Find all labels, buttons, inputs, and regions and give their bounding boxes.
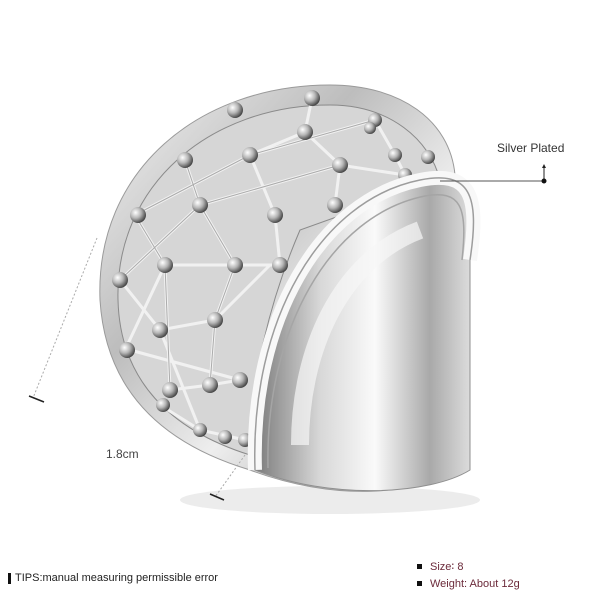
spec-list: Size∶ 8 Weight: About 12g [417, 558, 520, 592]
spec-size: Size∶ 8 [417, 558, 520, 575]
tips-note: TIPS:manual measuring permissible error [8, 572, 218, 584]
spec-size-text: Size∶ 8 [430, 561, 464, 573]
material-callout-line [440, 164, 547, 184]
spec-weight-text: Weight: About 12g [430, 577, 520, 590]
bullet-icon [417, 581, 422, 586]
width-dimension-line [28, 237, 246, 501]
width-label: 1.8cm [106, 447, 139, 461]
bullet-icon [417, 564, 422, 569]
tips-marker-icon [8, 572, 11, 584]
material-label: Silver Plated [497, 141, 565, 155]
bead-cluster [112, 90, 435, 447]
tips-text: TIPS:manual measuring permissible error [15, 572, 218, 584]
spec-weight: Weight: About 12g [417, 575, 520, 592]
